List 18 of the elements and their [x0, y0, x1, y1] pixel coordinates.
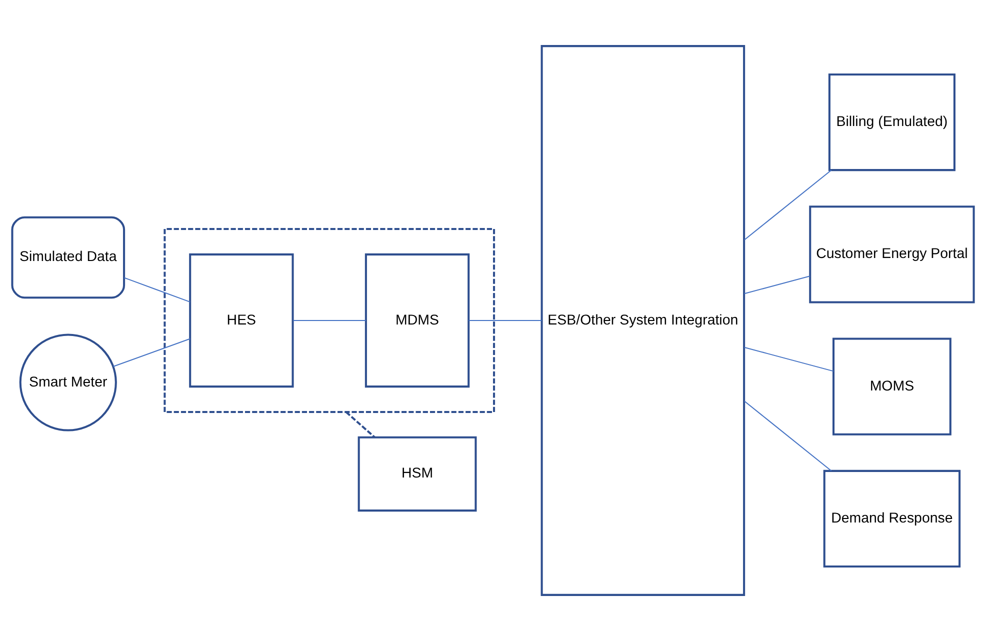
connector	[345, 410, 376, 438]
node-box: Billing (Emulated)	[828, 73, 956, 171]
node-circle: Smart Meter	[19, 333, 117, 431]
node-box: Simulated Data	[11, 216, 126, 298]
node-box: HES	[189, 252, 294, 388]
node-box: Customer Energy Portal	[809, 205, 975, 303]
connector	[113, 338, 190, 367]
connector	[744, 169, 832, 240]
node-box: ESB/Other System Integration	[540, 44, 746, 596]
node-box: Demand Response	[823, 469, 961, 567]
connector	[744, 346, 834, 372]
connector	[744, 275, 810, 294]
node-box: HSM	[358, 436, 477, 512]
cluster	[164, 228, 496, 412]
connector	[124, 276, 190, 302]
node-box: MDMS	[364, 252, 470, 388]
node-box: MOMS	[832, 337, 952, 435]
connector	[744, 400, 832, 471]
